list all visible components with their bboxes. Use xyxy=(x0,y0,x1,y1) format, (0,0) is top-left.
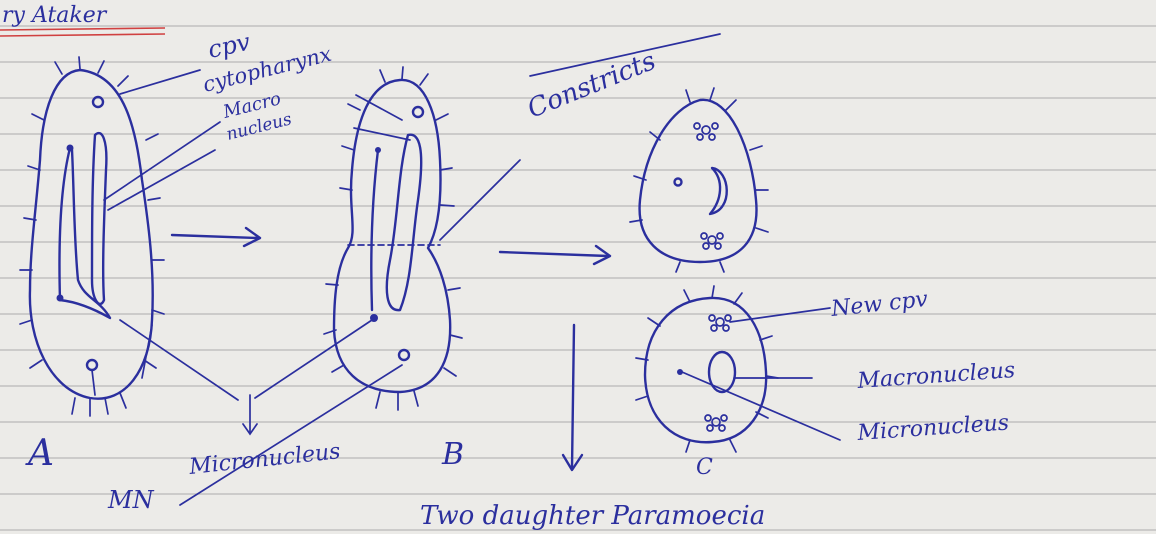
label-micronucleus-right: Micronucleus xyxy=(856,410,1010,446)
label-constricts: Constricts xyxy=(523,46,660,124)
label-figure-a: A xyxy=(25,433,54,474)
cv-upper-top xyxy=(694,123,718,140)
arrow-a-to-b xyxy=(172,228,260,246)
daughter-lower xyxy=(636,286,778,452)
heading-text: ry Ataker xyxy=(2,3,108,28)
cv-lower-top xyxy=(709,315,731,331)
label-two-daughter: Two daughter Paramoecia xyxy=(420,501,765,531)
arrow-b-to-c xyxy=(500,246,610,264)
cv-upper-bottom xyxy=(701,233,723,249)
label-macronucleus-right: Macronucleus xyxy=(856,358,1016,394)
daughter-upper xyxy=(630,88,768,272)
label-cpv: cpv xyxy=(205,28,253,64)
label-mn: MN xyxy=(107,486,155,514)
label-figure-b: B xyxy=(441,437,464,472)
label-micronucleus-bottom: Micronucleus xyxy=(187,439,342,480)
arrow-down-to-daughters xyxy=(563,325,582,470)
cv-lower-bottom xyxy=(705,415,727,431)
paramecium-a xyxy=(20,57,164,416)
label-new-cpv: New cpv xyxy=(829,287,930,322)
label-figure-c: C xyxy=(696,455,713,480)
